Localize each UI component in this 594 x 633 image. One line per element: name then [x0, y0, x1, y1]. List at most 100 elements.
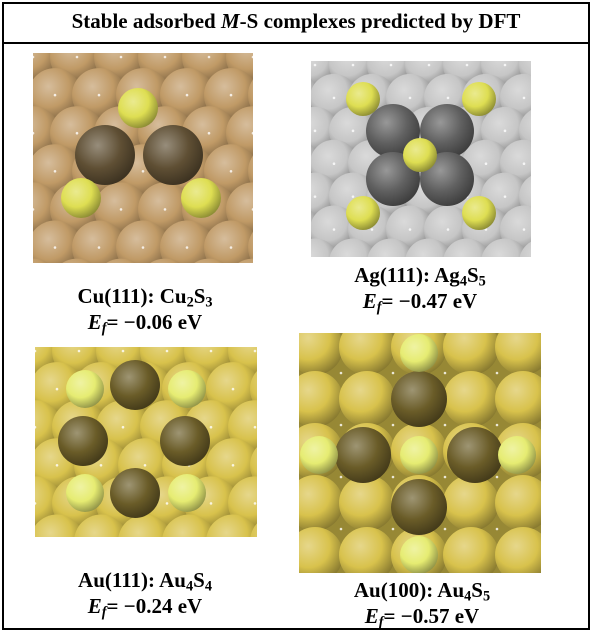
au-cluster-atom: [110, 468, 160, 518]
lattice-dot: [207, 55, 211, 59]
lattice-dot: [391, 423, 395, 427]
au-cluster-atom: [335, 427, 391, 483]
au-cluster-atom: [391, 371, 447, 427]
lattice-dot: [143, 464, 147, 467]
substrate-atom: [62, 258, 92, 263]
lattice-dot: [427, 63, 431, 67]
lattice-dot: [408, 96, 412, 100]
au-cluster-atom: [391, 479, 447, 535]
lattice-dot: [231, 387, 235, 391]
au100-structure-image: [299, 333, 541, 573]
substrate-atom: [299, 475, 343, 531]
au100-formation-energy: Ef= −0.57 eV: [364, 604, 480, 631]
cu111-structure-image: [33, 53, 253, 263]
substrate-atom: [248, 155, 253, 187]
lattice-dot: [465, 63, 469, 67]
substrate-atom: [299, 333, 343, 375]
substrate-atom: [248, 79, 253, 111]
lattice-dot: [209, 502, 213, 505]
substrate-atom: [106, 258, 136, 263]
lattice-dot: [163, 208, 167, 211]
lattice-dot: [313, 129, 317, 133]
lattice-dot: [370, 228, 374, 231]
lattice-dot: [55, 387, 59, 391]
lattice-dot: [443, 423, 447, 427]
lattice-dot: [339, 423, 343, 427]
sulfur-atom: [400, 436, 438, 474]
figure-title: Stable adsorbed M-S complexes predicted …: [2, 2, 590, 44]
lattice-dot: [33, 208, 35, 211]
ag-cluster-atom: [366, 104, 420, 158]
lattice-dot: [165, 349, 169, 353]
substrate-atom: [299, 527, 343, 573]
lattice-dot: [209, 425, 213, 429]
lattice-dot: [443, 475, 447, 479]
lattice-dot: [75, 55, 79, 59]
lattice-dot: [351, 195, 355, 198]
lattice-dot: [495, 527, 499, 531]
substrate-atom: [206, 514, 257, 537]
substrate-atom: [74, 514, 128, 537]
title-prefix: Stable adsorbed: [71, 9, 221, 33]
sulfur-atom: [181, 178, 221, 218]
lattice-dot: [253, 425, 257, 429]
substrate-atom: [248, 231, 253, 263]
sulfur-atom: [346, 196, 380, 230]
sulfur-atom: [400, 334, 438, 372]
lattice-dot: [53, 170, 57, 173]
lattice-dot: [391, 475, 395, 479]
lattice-dot: [495, 475, 499, 479]
lattice-dot: [391, 527, 395, 531]
substrate-atom: [495, 475, 541, 531]
lattice-dot: [408, 228, 412, 231]
lattice-dot: [75, 131, 79, 135]
lattice-dot: [253, 349, 257, 353]
ag111-formation-energy: Ef= −0.47 eV: [362, 289, 478, 316]
au111-caption: Au(111): Au4S4 Ef= −0.24 eV: [40, 567, 250, 620]
substrate-atom: [329, 238, 377, 257]
au-cluster-atom: [160, 416, 210, 466]
substrate-atom: [495, 333, 541, 375]
ag111-label: Ag(111): Ag4S5: [354, 263, 486, 290]
lattice-dot: [97, 246, 101, 249]
au111-structure-image: [35, 347, 257, 537]
cu111-caption: Cu(111): Cu2S3 Ef= −0.06 eV: [40, 283, 250, 336]
sulfur-atom: [462, 196, 496, 230]
lattice-dot: [251, 131, 253, 135]
sulfur-atom: [66, 370, 104, 408]
au100-label: Au(100): Au4S5: [353, 578, 491, 605]
lattice-dot: [313, 63, 317, 67]
substrate-atom: [299, 371, 343, 427]
lattice-dot: [339, 527, 343, 531]
au-cluster-atom: [110, 360, 160, 410]
substrate-atom: [150, 258, 180, 263]
sulfur-atom: [168, 474, 206, 512]
substrate-atom: [116, 220, 170, 263]
lattice-dot: [99, 464, 103, 467]
sulfur-atom: [498, 436, 536, 474]
substrate-atom: [339, 475, 395, 531]
substrate-atom: [339, 527, 395, 573]
lattice-dot: [503, 129, 507, 133]
ag-cluster-atom: [420, 152, 474, 206]
sulfur-atom: [300, 436, 338, 474]
substrate-atom: [35, 514, 84, 537]
au-cluster-atom: [447, 427, 503, 483]
substrate-atom: [204, 220, 253, 263]
lattice-dot: [77, 349, 81, 353]
lattice-dot: [495, 423, 499, 427]
au100-caption: Au(100): Au4S5 Ef= −0.57 eV: [312, 577, 532, 631]
substrate-atom: [33, 258, 48, 263]
lattice-dot: [484, 228, 488, 231]
lattice-dot: [97, 93, 101, 97]
substrate-atom: [367, 238, 415, 257]
lattice-dot: [35, 502, 37, 505]
substrate-atom: [495, 527, 541, 573]
lattice-dot: [391, 371, 395, 375]
title-italic-m: M: [220, 9, 240, 33]
cu111-label: Cu(111): Cu2S3: [77, 284, 213, 311]
lattice-dot: [351, 129, 355, 133]
title-suffix: -S complexes predicted by DFT: [239, 9, 521, 33]
sulfur-atom: [61, 178, 101, 218]
substrate-atom: [443, 333, 499, 375]
